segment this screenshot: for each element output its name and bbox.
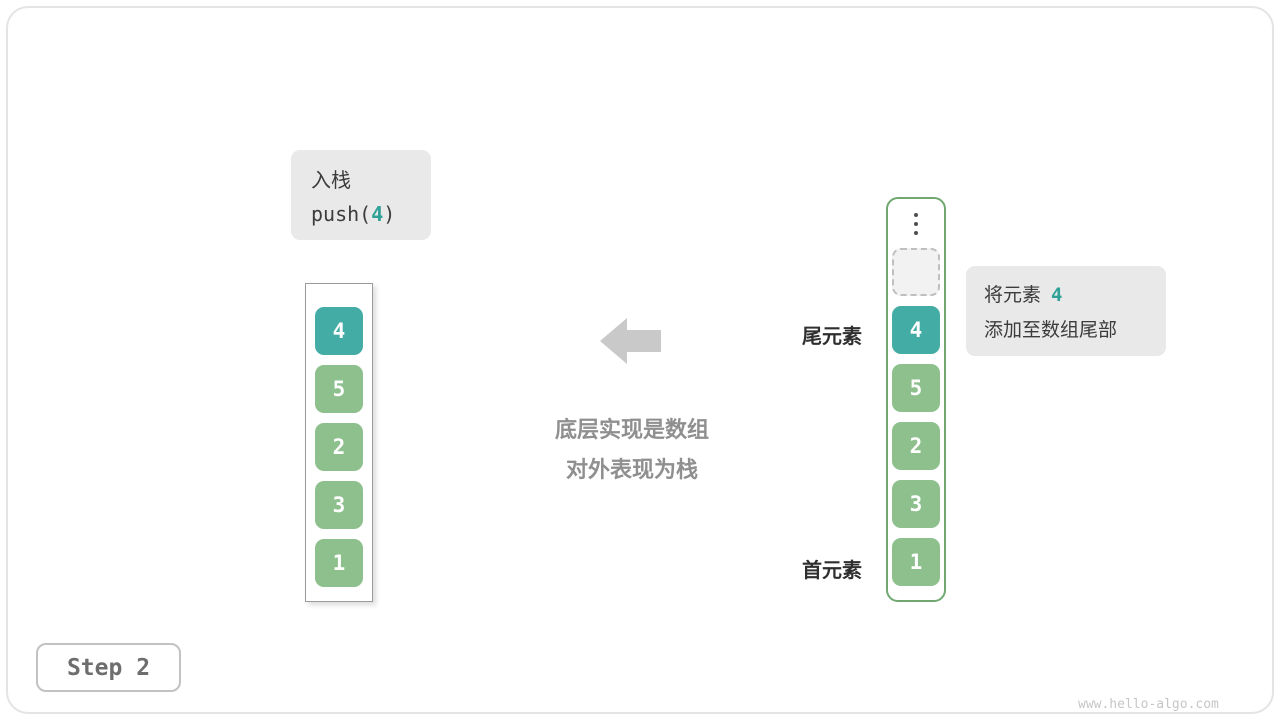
push-code-value: 4 bbox=[371, 202, 384, 226]
stack-cell-bottom: 1 bbox=[315, 539, 363, 587]
annotation-box: 将元素 4 添加至数组尾部 bbox=[966, 266, 1166, 356]
watermark: www.hello-algo.com bbox=[1078, 697, 1219, 712]
left-arrow-icon bbox=[600, 318, 661, 364]
push-operation-title: 入栈 bbox=[311, 170, 351, 192]
array-cell: 3 bbox=[892, 480, 940, 528]
array-cell: 2 bbox=[892, 422, 940, 470]
stack-cell: 3 bbox=[315, 481, 363, 529]
step-badge: Step 2 bbox=[36, 643, 181, 692]
push-operation-code: push(4) bbox=[311, 202, 431, 226]
stack-cell: 2 bbox=[315, 423, 363, 471]
arrow-head bbox=[600, 318, 627, 364]
push-operation-box: 入栈 push(4) bbox=[291, 150, 431, 240]
vertical-ellipsis-icon bbox=[914, 210, 918, 238]
stack-cell: 5 bbox=[315, 365, 363, 413]
center-note-line2: 对外表现为栈 bbox=[565, 457, 698, 482]
center-note-line1: 底层实现是数组 bbox=[554, 417, 709, 442]
figure-card bbox=[6, 6, 1274, 714]
array-empty-slot bbox=[892, 248, 940, 296]
array-panel: 4 5 2 3 1 bbox=[886, 197, 946, 602]
push-code-prefix: push( bbox=[311, 202, 372, 226]
array-cell-head: 1 bbox=[892, 538, 940, 586]
stack-panel: 4 5 2 3 1 bbox=[305, 283, 373, 602]
annotation-line2: 添加至数组尾部 bbox=[984, 320, 1118, 341]
head-element-label: 首元素 bbox=[802, 560, 862, 582]
annotation-line1: 将元素 4 bbox=[984, 280, 1166, 307]
annotation-line1-text: 将元素 bbox=[984, 285, 1042, 306]
array-cell: 5 bbox=[892, 364, 940, 412]
array-cell-tail: 4 bbox=[892, 306, 940, 354]
stack-cell-top: 4 bbox=[315, 307, 363, 355]
step-badge-label: Step 2 bbox=[66, 654, 151, 681]
annotation-line1-value: 4 bbox=[1051, 284, 1063, 306]
push-code-suffix: ) bbox=[383, 202, 396, 226]
tail-element-label: 尾元素 bbox=[802, 326, 862, 348]
center-note: 底层实现是数组 对外表现为栈 bbox=[500, 410, 764, 490]
arrow-shaft bbox=[627, 330, 661, 352]
